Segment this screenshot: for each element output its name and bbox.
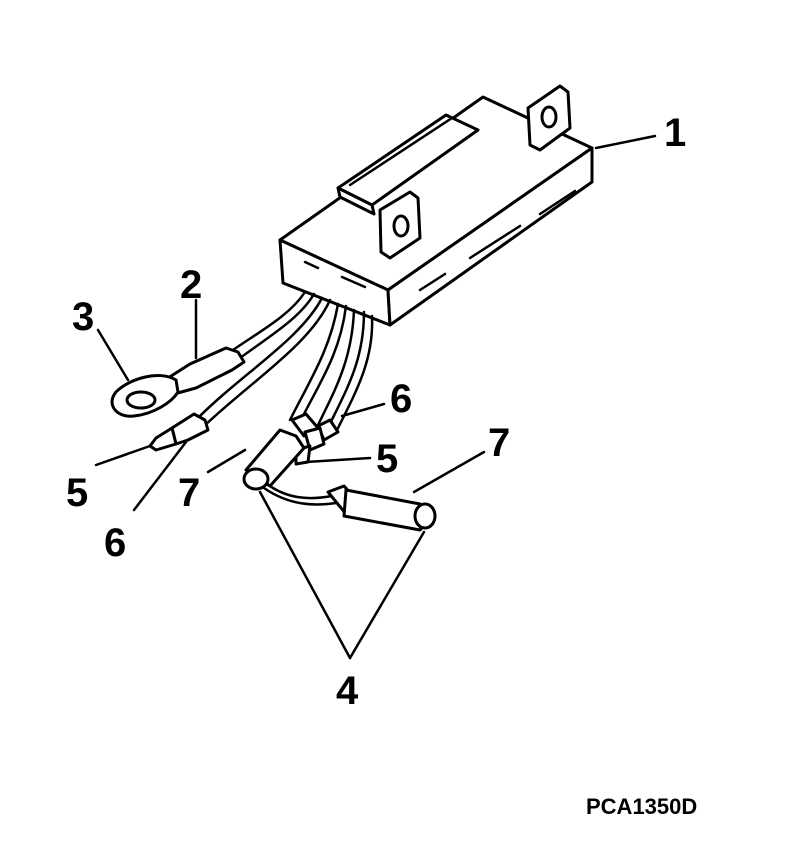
- mounting-tab-rear: [526, 84, 572, 152]
- female-connector-left: [242, 428, 306, 491]
- callout-4: 4: [336, 669, 359, 713]
- callout-1: 1: [664, 111, 686, 155]
- figure-code: PCA1350D: [586, 794, 697, 819]
- callout-2: 2: [180, 263, 202, 307]
- control-module: [278, 95, 594, 327]
- ring-terminal: [110, 346, 246, 418]
- wire-harness: [194, 290, 374, 506]
- callout-6-left: 6: [104, 521, 126, 565]
- leader-lines: [94, 134, 657, 660]
- callout-5-left: 5: [66, 471, 88, 515]
- callout-7-left: 7: [178, 471, 200, 515]
- callout-5-right: 5: [376, 437, 398, 481]
- female-connector-right: [326, 484, 437, 532]
- pin-terminal-left: [148, 412, 210, 452]
- callout-3: 3: [72, 295, 94, 339]
- callout-labels: 1 2 3 5 6 7 6 5 7 4: [66, 111, 686, 713]
- callout-6-right: 6: [390, 377, 412, 421]
- callout-7-right: 7: [488, 421, 510, 465]
- mounting-tab-front: [378, 190, 422, 260]
